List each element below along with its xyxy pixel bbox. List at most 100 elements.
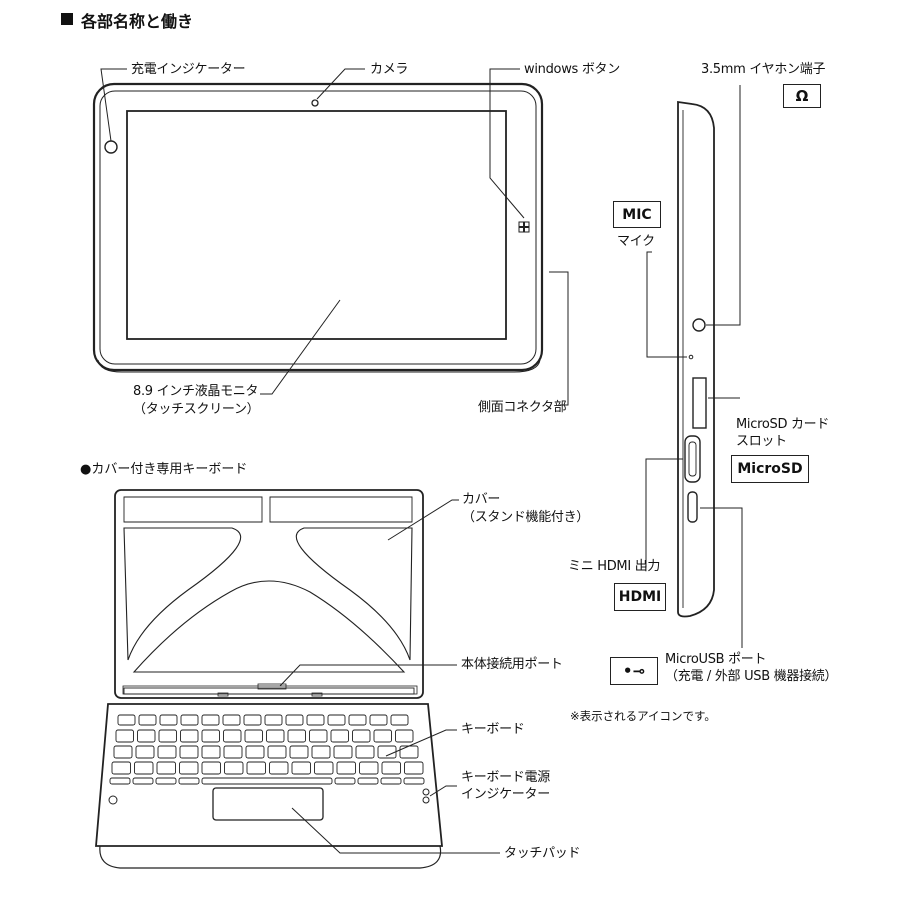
keyboard-key — [373, 729, 392, 743]
windows-logo-icon — [518, 221, 530, 233]
label-keyboard: キーボード — [461, 722, 525, 737]
keyboard-key — [201, 745, 221, 759]
keyboard-key — [291, 761, 311, 775]
label-mic: マイク — [617, 234, 655, 249]
keyboard-key — [138, 714, 157, 726]
keyboard-key — [157, 745, 177, 759]
keyboard-key — [309, 729, 328, 743]
keyboard-key — [395, 729, 414, 743]
headphone-icon-box: Ω — [783, 84, 821, 108]
tablet-side-leaders — [641, 85, 743, 648]
label-microsd-line2: スロット — [736, 434, 787, 449]
keyboard-key — [327, 714, 346, 726]
keyboard-key — [266, 729, 285, 743]
keyboard-key — [336, 761, 356, 775]
keyboard-key — [369, 714, 388, 726]
keyboard-key — [330, 729, 349, 743]
keyboard-key — [390, 714, 409, 726]
mic-hole-icon — [688, 354, 694, 360]
keyboard-key — [159, 714, 178, 726]
keyboard-key — [357, 777, 379, 785]
keyboard-key — [311, 745, 331, 759]
keyboard-leaders — [279, 499, 500, 854]
label-microsd-line1: MicroSD カード — [736, 417, 830, 432]
tablet-side — [677, 100, 715, 618]
label-kb-power-line2: インジケーター — [461, 787, 550, 802]
keyboard-key — [348, 714, 367, 726]
keyboard-key — [359, 761, 379, 775]
keyboard-key — [111, 761, 131, 775]
label-side-connector: 側面コネクタ部 — [478, 400, 567, 415]
keyboard-key — [201, 729, 220, 743]
keyboard-key — [178, 777, 200, 785]
keyboard-key — [267, 745, 287, 759]
keyboard-key — [155, 777, 177, 785]
keyboard-key — [117, 714, 136, 726]
touchpad-icon — [212, 787, 324, 821]
keyboard-key — [180, 714, 199, 726]
title-square-icon — [61, 13, 73, 25]
microusb-port-icon — [687, 491, 698, 523]
label-lcd-line2: （タッチスクリーン） — [133, 402, 260, 417]
keyboard-key — [134, 761, 154, 775]
keyboard-section-title: ●カバー付き専用キーボード — [80, 462, 248, 477]
keyboard-key — [158, 729, 177, 743]
keyboard-key — [269, 761, 289, 775]
keyboard-key — [132, 777, 154, 785]
microsd-icon-box: MicroSD — [731, 455, 809, 483]
microsd-slot-icon — [692, 377, 707, 429]
keyboard-keys — [109, 714, 425, 785]
label-charge-indicator: 充電インジケーター — [131, 62, 246, 77]
keyboard-key — [381, 761, 401, 775]
label-windows-button: windows ボタン — [524, 62, 620, 77]
label-microusb-line1: MicroUSB ポート — [665, 652, 767, 667]
keyboard-key — [135, 745, 155, 759]
keyboard-key — [287, 729, 306, 743]
keyboard-key — [289, 745, 309, 759]
hdmi-port-icon — [684, 435, 701, 483]
keyboard-key — [180, 729, 199, 743]
usb-icon-box: •⊸ — [610, 657, 658, 685]
label-earphone-jack: 3.5mm イヤホン端子 — [701, 62, 826, 77]
keyboard-key — [333, 745, 353, 759]
label-lcd-line1: 8.9 インチ液晶モニタ — [133, 384, 259, 399]
keyboard-key — [223, 745, 243, 759]
label-camera: カメラ — [370, 62, 409, 77]
keyboard-key — [355, 745, 375, 759]
keyboard-key — [224, 761, 244, 775]
label-body-port: 本体接続用ポート — [461, 657, 563, 672]
label-kb-power-line1: キーボード電源 — [461, 770, 550, 785]
tablet-front-leaders — [100, 68, 569, 406]
camera-icon — [311, 99, 319, 107]
keyboard-key — [285, 714, 304, 726]
label-cover-line2: （スタンド機能付き） — [462, 510, 590, 525]
charge-indicator-icon — [104, 140, 118, 154]
keyboard-key — [380, 777, 402, 785]
keyboard-key — [115, 729, 134, 743]
label-cover-line1: カバー — [462, 492, 501, 507]
keyboard-key — [334, 777, 356, 785]
keyboard-key — [156, 761, 176, 775]
keyboard-key — [245, 745, 265, 759]
label-microusb-line2: （充電 / 外部 USB 機器接続） — [665, 669, 838, 684]
keyboard-key — [243, 714, 262, 726]
keyboard-key — [137, 729, 156, 743]
hdmi-icon-box: HDMI — [614, 583, 666, 611]
keyboard-key — [223, 729, 242, 743]
keyboard-key — [244, 729, 263, 743]
keyboard-key — [201, 714, 220, 726]
label-mini-hdmi: ミニ HDMI 出力 — [568, 559, 661, 574]
keyboard-key — [404, 761, 424, 775]
keyboard-key — [314, 761, 334, 775]
keyboard-key — [399, 745, 419, 759]
icon-note: ※表示されるアイコンです。 — [570, 709, 716, 723]
keyboard-key — [179, 745, 199, 759]
keyboard-key — [109, 777, 131, 785]
tablet-front — [92, 82, 544, 373]
keyboard-key — [222, 714, 241, 726]
mic-icon-box: MIC — [613, 201, 661, 228]
label-touchpad: タッチパッド — [504, 846, 581, 861]
keyboard-cover — [95, 489, 443, 869]
